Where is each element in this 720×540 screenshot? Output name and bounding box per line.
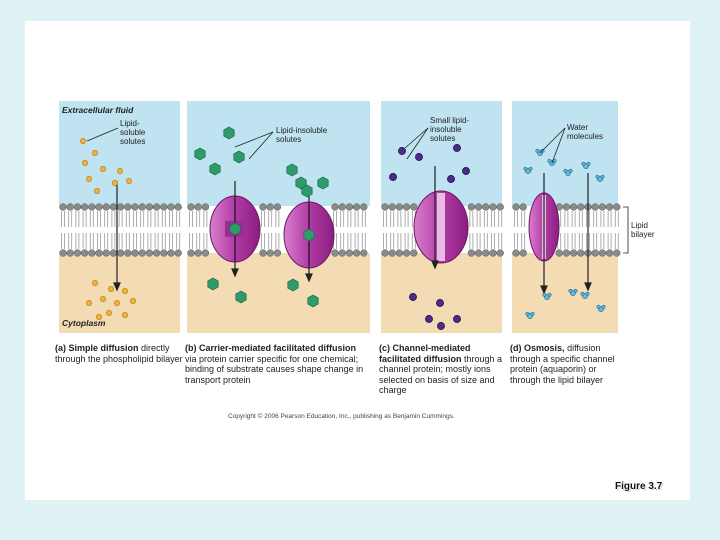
figure-label: Figure 3.7 — [615, 481, 662, 492]
caption-c: (c) Channel-mediated facilitated diffusi… — [379, 343, 503, 396]
caption-a: (a) Simple diffusion directly through th… — [55, 343, 183, 364]
channel-protein — [414, 191, 468, 263]
cytoplasm-label: Cytoplasm — [62, 318, 106, 328]
caption-b-letter: (b) — [185, 343, 197, 353]
caption-b-text: via protein carrier specific for one che… — [185, 354, 363, 385]
caption-c-letter: (c) — [379, 343, 390, 353]
membrane-transport-diagram: Extracellular fluid Cytoplasm Lipid-solu… — [25, 21, 690, 500]
caption-c-title: Channel-mediated facilitated diffusion — [379, 343, 471, 364]
caption-d: (d) Osmosis, diffusion through a specifi… — [510, 343, 622, 385]
caption-d-letter: (d) — [510, 343, 522, 353]
caption-d-title: Osmosis, — [524, 343, 565, 353]
caption-a-title: Simple diffusion — [69, 343, 139, 353]
extracellular-fluid-label: Extracellular fluid — [62, 105, 134, 115]
caption-b: (b) Carrier-mediated facilitated diffusi… — [185, 343, 370, 385]
caption-b-title: Carrier-mediated facilitated diffusion — [199, 343, 356, 353]
copyright-notice: Copyright © 2006 Pearson Education, Inc.… — [228, 413, 455, 420]
slide: Extracellular fluid Cytoplasm Lipid-solu… — [25, 21, 690, 500]
caption-a-letter: (a) — [55, 343, 66, 353]
